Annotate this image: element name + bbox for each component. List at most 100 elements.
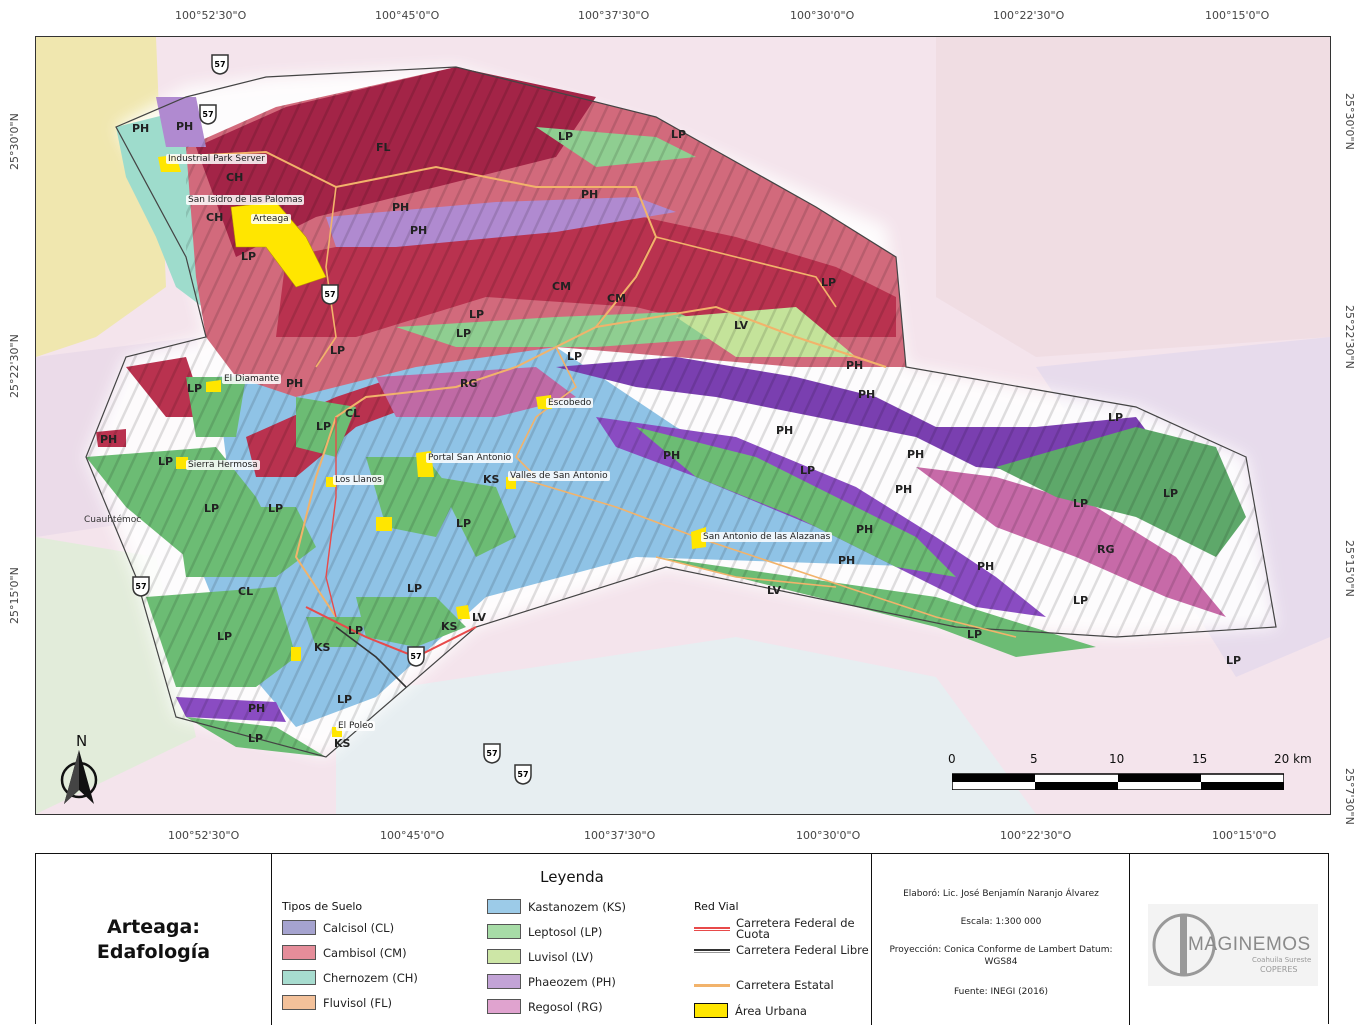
legend-label: Leptosol (LP) bbox=[528, 924, 603, 939]
legend-swatch bbox=[487, 924, 521, 939]
soil-label: KS bbox=[334, 737, 351, 750]
soil-label: CL bbox=[345, 407, 361, 420]
legend-label: Chernozem (CH) bbox=[323, 970, 418, 985]
legend-label: Cambisol (CM) bbox=[323, 945, 407, 960]
soil-label: PH bbox=[846, 359, 864, 372]
legend: Leyenda Tipos de Suelo Calcisol (CL) Cam… bbox=[272, 854, 872, 1025]
legend-swatch bbox=[282, 970, 316, 985]
legend-road-heading: Red Vial bbox=[694, 900, 739, 913]
legend-label: Carretera Federal de Cuota bbox=[736, 916, 855, 941]
coord-bottom-4: 100°30'0"O bbox=[796, 829, 861, 842]
legend-line bbox=[694, 927, 730, 931]
logo-subtext: Coahuila Sureste bbox=[1252, 956, 1312, 964]
soil-label: PH bbox=[907, 448, 925, 461]
highway-shield: 57 bbox=[320, 283, 340, 305]
place-el-diamante: El Diamante bbox=[222, 374, 282, 384]
map-frame[interactable]: PH PH CH CH LP FL LP LP PH PH PH CM CM L… bbox=[35, 36, 1331, 815]
coord-bottom-1: 100°52'30"O bbox=[168, 829, 240, 842]
logo: MAGINEMOS Coahuila Sureste COPERES bbox=[1148, 904, 1318, 986]
north-arrow: N bbox=[54, 732, 104, 806]
highway-shield-number: 57 bbox=[135, 582, 146, 591]
highway-shield: 57 bbox=[131, 575, 151, 597]
coord-left-3: 25°15'0"N bbox=[8, 567, 21, 624]
soil-label: CM bbox=[607, 292, 627, 305]
legend-swatch bbox=[487, 974, 521, 989]
soil-label: PH bbox=[977, 560, 995, 573]
soil-label: LP bbox=[967, 628, 983, 641]
scale-label-5: 5 bbox=[1030, 752, 1038, 766]
coord-bottom-3: 100°37'30"O bbox=[584, 829, 656, 842]
soil-label: LP bbox=[187, 382, 203, 395]
scale-bar bbox=[951, 768, 1285, 791]
soil-label: LV bbox=[472, 611, 487, 624]
soil-label: LP bbox=[800, 464, 816, 477]
map-title-block: Arteaga: Edafología bbox=[36, 854, 272, 1025]
highway-shield: 57 bbox=[513, 763, 533, 785]
legend-swatch bbox=[282, 995, 316, 1010]
soil-label: KS bbox=[441, 620, 458, 633]
soil-label: PH bbox=[858, 388, 876, 401]
north-label: N bbox=[76, 732, 87, 750]
legend-soil-heading: Tipos de Suelo bbox=[282, 900, 363, 913]
coord-top-6: 100°15'0"O bbox=[1205, 9, 1270, 22]
place-portal-san-antonio: Portal San Antonio bbox=[426, 453, 514, 463]
legend-item-kastanozem: Kastanozem (KS) bbox=[487, 899, 626, 914]
legend-label: Regosol (RG) bbox=[528, 999, 603, 1014]
place-industrial-park: Industrial Park Server bbox=[166, 154, 267, 164]
soil-label: LV bbox=[767, 584, 782, 597]
legend-item-chernozem: Chernozem (CH) bbox=[282, 970, 418, 985]
credit-scale: Escala: 1:300 000 bbox=[960, 917, 1042, 927]
soil-label: RG bbox=[460, 377, 478, 390]
place-escobedo: Escobedo bbox=[546, 398, 594, 408]
highway-shield: 57 bbox=[210, 53, 230, 75]
soil-label: LP bbox=[567, 350, 583, 363]
legend-swatch bbox=[487, 949, 521, 964]
soil-label: LP bbox=[456, 517, 472, 530]
soil-label: KS bbox=[483, 473, 500, 486]
place-sierra-hermosa: Sierra Hermosa bbox=[186, 460, 260, 470]
soil-label: PH bbox=[663, 449, 681, 462]
soil-label: PH bbox=[776, 424, 794, 437]
soil-label: RG bbox=[1097, 543, 1115, 556]
legend-label: Calcisol (CL) bbox=[323, 920, 395, 935]
map-title-line2: Edafología bbox=[96, 940, 211, 963]
place-valles-san-antonio: Valles de San Antonio bbox=[508, 471, 610, 481]
legend-item-luvisol: Luvisol (LV) bbox=[487, 949, 593, 964]
legend-item-leptosol: Leptosol (LP) bbox=[487, 924, 602, 939]
map-info-panel: Arteaga: Edafología Leyenda Tipos de Sue… bbox=[35, 853, 1329, 1025]
logo-block: MAGINEMOS Coahuila Sureste COPERES bbox=[1130, 854, 1329, 1025]
soil-label: LP bbox=[1108, 411, 1124, 424]
place-arteaga: Arteaga bbox=[251, 214, 291, 224]
soil-label: LP bbox=[407, 582, 423, 595]
highway-shield: 57 bbox=[406, 645, 426, 667]
soil-label: PH bbox=[100, 433, 118, 446]
legend-swatch bbox=[282, 945, 316, 960]
highway-shield: 57 bbox=[482, 742, 502, 764]
place-san-antonio-alazanas: San Antonio de las Alazanas bbox=[701, 532, 833, 542]
coord-bottom-5: 100°22'30"O bbox=[1000, 829, 1072, 842]
coord-top-4: 100°30'0"O bbox=[790, 9, 855, 22]
soil-label: LP bbox=[1163, 487, 1179, 500]
soil-label: LV bbox=[734, 319, 749, 332]
coord-right-4: 25°7'30"N bbox=[1343, 768, 1356, 825]
legend-swatch bbox=[487, 999, 521, 1014]
soil-label: CL bbox=[238, 585, 254, 598]
legend-label: Carretera Estatal bbox=[736, 978, 834, 992]
soil-label: LP bbox=[558, 130, 574, 143]
soil-label: PH bbox=[248, 702, 266, 715]
soil-label: PH bbox=[856, 523, 874, 536]
coord-top-3: 100°37'30"O bbox=[578, 9, 650, 22]
legend-swatch bbox=[487, 899, 521, 914]
place-cuauhtemoc: Cuauhtémoc bbox=[84, 515, 142, 525]
soil-label: PH bbox=[581, 188, 599, 201]
credit-projection: Proyección: Conica Conforme de Lambert D… bbox=[889, 945, 1113, 967]
coord-right-1: 25°30'0"N bbox=[1343, 93, 1356, 150]
logo-text: MAGINEMOS bbox=[1188, 934, 1311, 955]
legend-item-federal-cuota: Carretera Federal de Cuota bbox=[694, 916, 869, 941]
credit-author: Elaboró: Lic. José Benjamín Naranjo Álva… bbox=[903, 889, 1099, 899]
soil-label: PH bbox=[392, 201, 410, 214]
soil-label: LP bbox=[348, 624, 364, 637]
legend-label: Área Urbana bbox=[735, 1003, 807, 1018]
coord-right-3: 25°15'0"N bbox=[1343, 540, 1356, 597]
map-title-line1: Arteaga: bbox=[107, 915, 200, 938]
